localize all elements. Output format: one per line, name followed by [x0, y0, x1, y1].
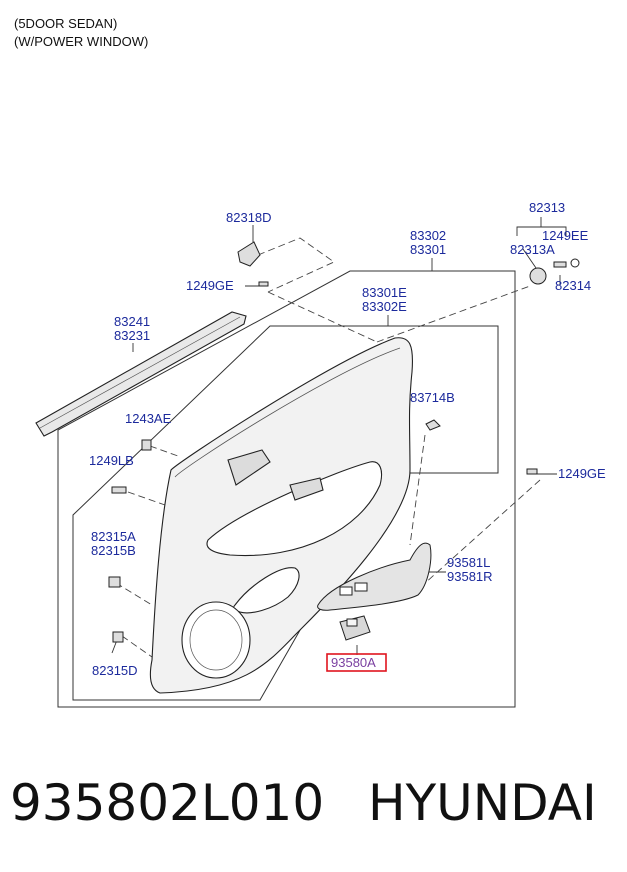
screw-1249EE — [553, 261, 567, 268]
part-number: 935802L010 — [10, 774, 324, 832]
clip-82315A — [108, 576, 121, 588]
label-1249GE-right: 1249GE — [558, 466, 606, 481]
power-window-switch — [339, 615, 371, 641]
label-82315B: 82315B — [91, 543, 136, 558]
label-1249EE: 1249EE — [542, 228, 589, 243]
label-83301E: 83301E — [362, 285, 407, 300]
clip-82315D — [112, 631, 124, 643]
label-93581R: 93581R — [447, 569, 493, 584]
bolt-1243AE — [141, 439, 152, 451]
label-82313: 82313 — [529, 200, 565, 215]
clip-83714B — [425, 419, 441, 431]
label-82315D: 82315D — [92, 663, 138, 678]
label-82314: 82314 — [555, 278, 591, 293]
door-trim-panel — [149, 337, 414, 694]
label-93581L: 93581L — [447, 555, 490, 570]
label-83302: 83302 — [410, 228, 446, 243]
cap-82314 — [570, 258, 580, 268]
screw-1249LB — [111, 486, 127, 494]
bracket-82318D — [237, 241, 261, 267]
label-93580A: 93580A — [331, 655, 376, 670]
label-83301: 83301 — [410, 242, 446, 257]
label-83241: 83241 — [114, 314, 150, 329]
frame-outer — [57, 270, 516, 708]
belt-weatherstrip — [35, 311, 247, 437]
diagram-variant-line1: (5DOOR SEDAN) — [14, 16, 117, 31]
frame-inner — [72, 325, 499, 701]
screw-1249GE-top — [258, 281, 269, 287]
label-83302E: 83302E — [362, 299, 407, 314]
label-83714B: 83714B — [410, 390, 455, 405]
hardware-parts — [108, 241, 580, 643]
label-82315A: 82315A — [91, 529, 136, 544]
label-83231: 83231 — [114, 328, 150, 343]
brand-name: HYUNDAI — [368, 774, 597, 832]
label-1249GE-top: 1249GE — [186, 278, 234, 293]
diagram-variant-line2: (W/POWER WINDOW) — [14, 34, 148, 49]
label-82313A: 82313A — [510, 242, 555, 257]
highlight-box — [326, 653, 387, 672]
switch-bezel — [317, 542, 432, 611]
label-1249LB: 1249LB — [89, 453, 134, 468]
label-1243AE: 1243AE — [125, 411, 172, 426]
callout-labels: 82318D 1249GE 83302 83301 83301E 83302E … — [89, 200, 606, 678]
label-82318D: 82318D — [226, 210, 272, 225]
grommet-82313A — [529, 267, 547, 285]
highlighted-part-callout: 93580A — [326, 653, 387, 672]
screw-1249GE-right — [526, 468, 538, 475]
